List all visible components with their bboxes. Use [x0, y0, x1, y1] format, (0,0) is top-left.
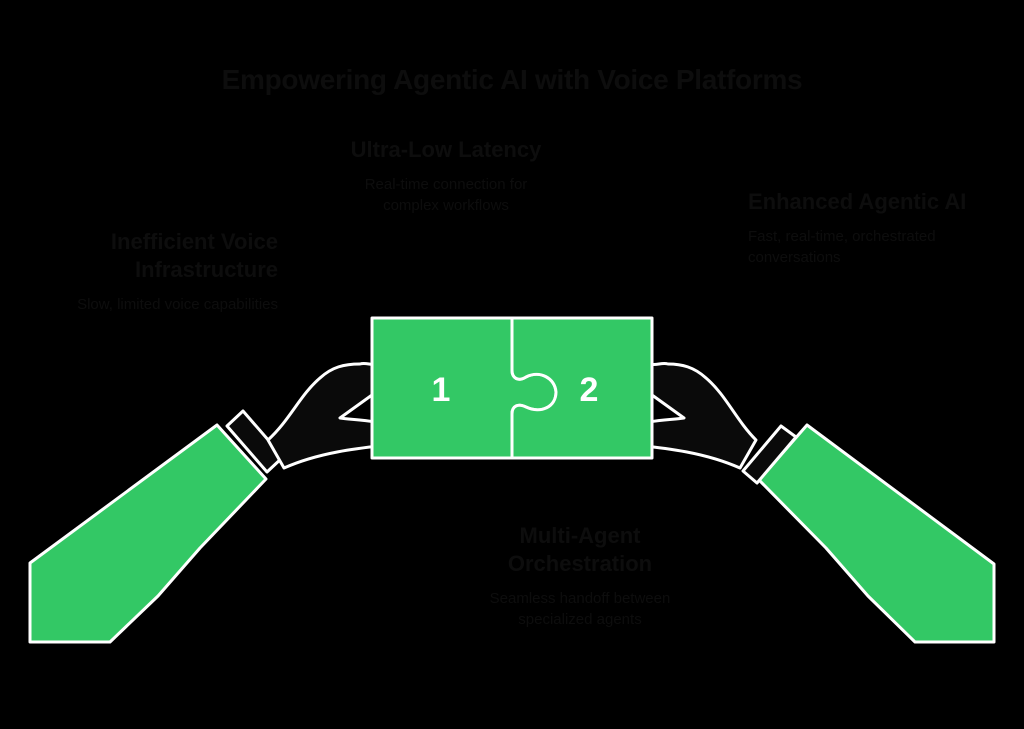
block-heading: Inefficient Voice Infrastructure — [110, 229, 278, 282]
block-multi-agent-orchestration: Multi-Agent Orchestration Seamless hando… — [478, 522, 682, 630]
puzzle-piece-2 — [510, 316, 654, 460]
block-description: Real-time connection for complex workflo… — [364, 176, 528, 214]
puzzle-piece-2-label: 2 — [580, 371, 599, 409]
block-heading: Ultra-Low Latency — [350, 137, 542, 162]
block-description: Fast, real-time, orchestrated conversati… — [748, 228, 936, 266]
block-description: Slow, limited voice capabilities — [77, 296, 278, 313]
block-enhanced-agentic-ai: Enhanced Agentic AI Fast, real-time, orc… — [748, 188, 978, 268]
puzzle-piece-1-label: 1 — [432, 371, 451, 409]
block-heading: Enhanced Agentic AI — [748, 189, 967, 214]
block-inefficient-voice-infrastructure: Inefficient Voice Infrastructure Slow, l… — [60, 228, 278, 315]
right-sleeve — [757, 423, 996, 644]
right-cuff — [741, 424, 798, 485]
block-heading: Multi-Agent Orchestration — [507, 523, 653, 576]
left-sleeve — [28, 423, 268, 644]
block-description: Seamless handoff between specialized age… — [489, 590, 671, 628]
block-ultra-low-latency: Ultra-Low Latency Real-time connection f… — [336, 136, 556, 216]
diagram-title: Empowering Agentic AI with Voice Platfor… — [221, 64, 803, 95]
